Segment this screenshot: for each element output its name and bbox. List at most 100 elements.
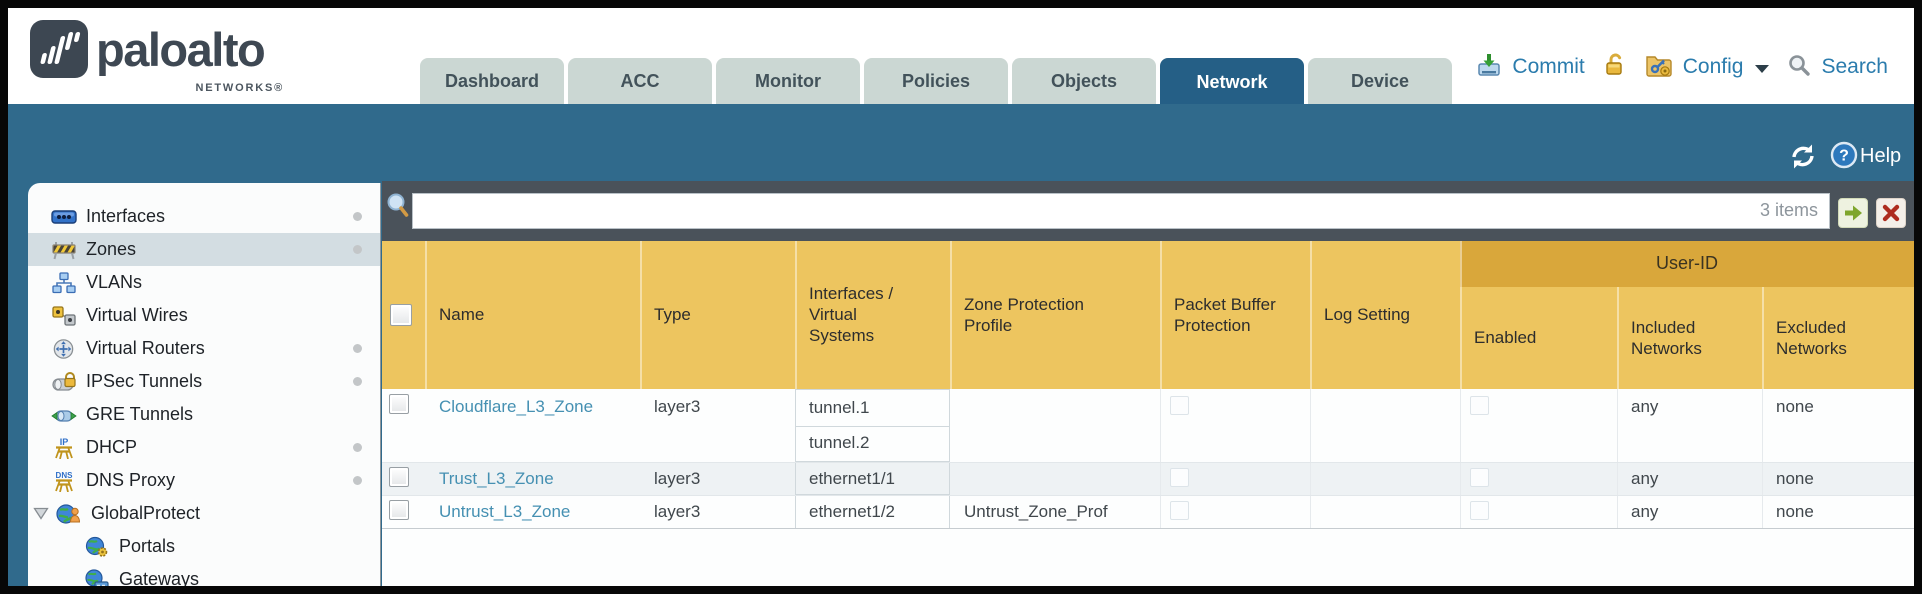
commit-icon[interactable] bbox=[1476, 52, 1502, 83]
sidebar-item-portals[interactable]: Portals bbox=[28, 530, 380, 563]
tab-label: Device bbox=[1350, 71, 1410, 91]
sidebar-item-globalprotect[interactable]: GlobalProtect bbox=[28, 497, 380, 530]
zone-name-link[interactable]: Cloudflare_L3_Zone bbox=[439, 397, 594, 416]
tab-label: Monitor bbox=[755, 71, 821, 91]
user-id-group-label: User-ID bbox=[1656, 253, 1718, 273]
packet-buffer-checkbox[interactable] bbox=[1170, 468, 1189, 487]
apply-filter-button[interactable] bbox=[1838, 198, 1868, 228]
col-header-enabled[interactable]: Enabled bbox=[1474, 328, 1537, 347]
sidebar-item-zones[interactable]: Zones bbox=[28, 233, 380, 266]
tab-dashboard[interactable]: Dashboard bbox=[420, 58, 564, 105]
sidebar-item-interfaces[interactable]: Interfaces bbox=[28, 200, 380, 233]
item-count: 3 items bbox=[1759, 200, 1818, 220]
packet-buffer-checkbox[interactable] bbox=[1170, 396, 1189, 415]
zone-name-link[interactable]: Untrust_L3_Zone bbox=[439, 502, 571, 521]
svg-text:?: ? bbox=[1839, 148, 1849, 165]
svg-text:IP: IP bbox=[59, 437, 68, 447]
search-icon[interactable] bbox=[1787, 53, 1811, 82]
packet-buffer-checkbox[interactable] bbox=[1170, 501, 1189, 520]
tab-objects[interactable]: Objects bbox=[1012, 58, 1156, 105]
user-id-group-header bbox=[1460, 241, 1914, 287]
help-link[interactable]: Help bbox=[1860, 145, 1902, 167]
user-id-enabled-checkbox[interactable] bbox=[1470, 396, 1489, 415]
sidebar-item-label: Virtual Wires bbox=[86, 305, 188, 325]
red-x-icon bbox=[1882, 204, 1900, 222]
tab-label: Dashboard bbox=[444, 71, 540, 91]
status-dot bbox=[353, 245, 362, 254]
filter-input[interactable] bbox=[412, 193, 1830, 229]
zone-name-link[interactable]: Trust_L3_Zone bbox=[439, 469, 554, 488]
user-id-enabled-checkbox[interactable] bbox=[1470, 468, 1489, 487]
sidebar: Interfaces Zones VLANs bbox=[28, 183, 381, 586]
sidebar-item-vlans[interactable]: VLANs bbox=[28, 266, 380, 299]
sidebar-item-ipsec-tunnels[interactable]: IPSec Tunnels bbox=[28, 365, 380, 398]
status-dot bbox=[353, 377, 362, 386]
vlans-icon bbox=[50, 271, 77, 294]
interfaces-icon bbox=[50, 207, 77, 227]
top-toolbar: Commit Config Se bbox=[1476, 50, 1888, 84]
commit-button[interactable]: Commit bbox=[1512, 55, 1585, 78]
row-select-checkbox[interactable] bbox=[389, 500, 409, 520]
zone-interface: tunnel.1 bbox=[809, 398, 870, 417]
search-button[interactable]: Search bbox=[1821, 55, 1888, 78]
sidebar-item-label: Virtual Routers bbox=[86, 338, 205, 358]
col-header-log-setting[interactable]: Log Setting bbox=[1324, 305, 1411, 324]
col-header-zone-protection[interactable]: Zone Protection Profile bbox=[964, 295, 1085, 335]
sidebar-item-virtual-routers[interactable]: Virtual Routers bbox=[28, 332, 380, 365]
sidebar-item-virtual-wires[interactable]: Virtual Wires bbox=[28, 299, 380, 332]
col-header-excluded-networks[interactable]: Excluded Networks bbox=[1776, 318, 1847, 358]
tab-label: Network bbox=[1196, 72, 1268, 92]
col-header-interfaces[interactable]: Interfaces / Virtual Systems bbox=[809, 284, 894, 345]
tab-policies[interactable]: Policies bbox=[864, 58, 1008, 105]
clear-filter-button[interactable] bbox=[1876, 198, 1906, 228]
excluded-networks: none bbox=[1776, 469, 1814, 488]
virtual-routers-icon bbox=[50, 338, 77, 360]
refresh-icon[interactable] bbox=[1788, 143, 1818, 175]
sidebar-item-label: Interfaces bbox=[86, 206, 166, 226]
col-header-type[interactable]: Type bbox=[654, 305, 691, 324]
user-id-enabled-checkbox[interactable] bbox=[1470, 501, 1489, 520]
sidebar-item-dhcp[interactable]: IP DHCP bbox=[28, 431, 380, 464]
sidebar-item-label: GRE Tunnels bbox=[86, 404, 194, 424]
tab-device[interactable]: Device bbox=[1308, 58, 1452, 105]
excluded-networks: none bbox=[1776, 502, 1814, 521]
dhcp-icon: IP bbox=[50, 437, 77, 459]
config-menu[interactable]: Config bbox=[1682, 55, 1744, 78]
expand-triangle-icon[interactable] bbox=[33, 507, 49, 525]
dns-proxy-icon: DNS bbox=[50, 470, 77, 492]
zones-icon bbox=[50, 239, 77, 261]
gre-tunnels-icon bbox=[50, 404, 77, 426]
col-header-packet-buffer[interactable]: Packet Buffer Protection bbox=[1174, 295, 1276, 335]
help-icon[interactable]: ? bbox=[1830, 141, 1858, 174]
lock-icon[interactable] bbox=[1603, 52, 1627, 83]
status-dot bbox=[353, 443, 362, 452]
zone-interface: tunnel.2 bbox=[809, 433, 870, 452]
filter-search-icon bbox=[385, 192, 410, 224]
virtual-wires-icon bbox=[50, 305, 77, 327]
chevron-down-icon[interactable] bbox=[1755, 65, 1770, 73]
tab-monitor[interactable]: Monitor bbox=[716, 58, 860, 105]
sidebar-item-label: Portals bbox=[119, 536, 176, 556]
svg-text:DNS: DNS bbox=[55, 471, 73, 480]
zone-interface: ethernet1/2 bbox=[809, 502, 896, 521]
status-dot bbox=[353, 344, 362, 353]
excluded-networks: none bbox=[1776, 397, 1814, 416]
tab-network[interactable]: Network bbox=[1160, 58, 1304, 107]
col-header-name[interactable]: Name bbox=[439, 305, 485, 324]
sidebar-item-gateways[interactable]: Gateways bbox=[28, 563, 380, 586]
sidebar-item-gre-tunnels[interactable]: GRE Tunnels bbox=[28, 398, 380, 431]
config-icon[interactable] bbox=[1645, 52, 1673, 83]
tab-acc[interactable]: ACC bbox=[568, 58, 712, 105]
row-select-checkbox[interactable] bbox=[389, 467, 409, 487]
zone-protection-profile: Untrust_Zone_Prof bbox=[964, 502, 1108, 521]
brand-name: paloalto bbox=[96, 23, 266, 76]
col-header-included-networks[interactable]: Included Networks bbox=[1631, 318, 1702, 358]
included-networks: any bbox=[1631, 397, 1659, 416]
row-highlight bbox=[382, 462, 1914, 495]
row-select-checkbox[interactable] bbox=[389, 394, 409, 414]
included-networks: any bbox=[1631, 469, 1659, 488]
select-all-checkbox[interactable] bbox=[390, 304, 412, 326]
sidebar-item-dns-proxy[interactable]: DNS DNS Proxy bbox=[28, 464, 380, 497]
status-dot bbox=[353, 476, 362, 485]
